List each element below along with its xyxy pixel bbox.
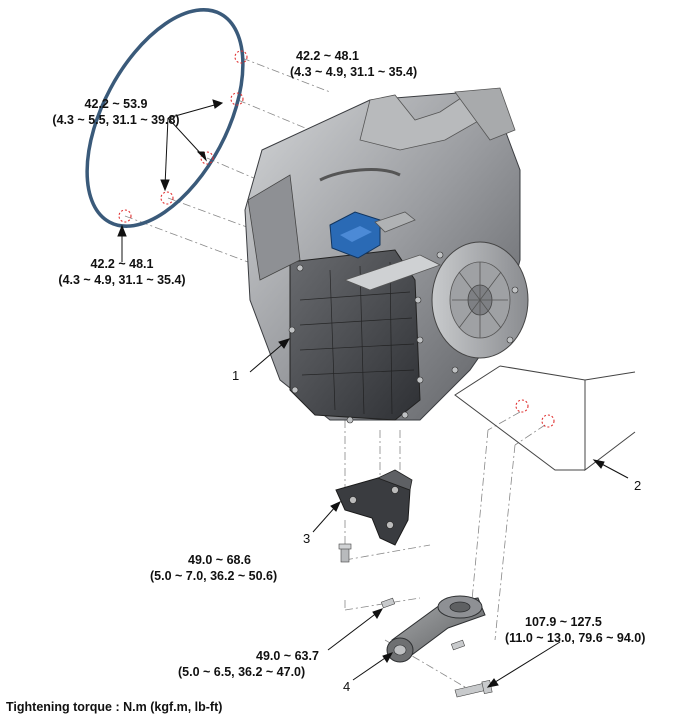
leader-arrows	[117, 99, 629, 688]
housing-ring	[85, 8, 245, 228]
torque-value: 42.2 ~ 48.1	[296, 49, 359, 63]
torque-label-roll-rod-through-bolt: 107.9 ~ 127.5 (11.0 ~ 13.0, 79.6 ~ 94.0)	[505, 614, 645, 646]
bolt-marker	[118, 209, 132, 223]
torque-value: 107.9 ~ 127.5	[525, 615, 602, 629]
torque-conversion: (5.0 ~ 6.5, 36.2 ~ 47.0)	[178, 665, 306, 679]
callout-4: 4	[343, 679, 351, 694]
torque-value: 42.2 ~ 53.9	[84, 97, 148, 111]
subframe-outline	[454, 365, 636, 472]
torque-conversion: (4.3 ~ 4.9, 31.1 ~ 35.4)	[58, 273, 186, 287]
torque-conversion: (4.3 ~ 5.5, 31.1 ~ 39.8)	[52, 113, 180, 127]
shift-actuator	[329, 211, 416, 259]
bolt-markers	[118, 50, 555, 428]
torque-value: 42.2 ~ 48.1	[90, 257, 154, 271]
mount-bracket	[335, 469, 413, 546]
torque-label-mount-bracket: 49.0 ~ 68.6 (5.0 ~ 7.0, 36.2 ~ 50.6)	[150, 552, 277, 584]
torque-conversion: (11.0 ~ 13.0, 79.6 ~ 94.0)	[505, 631, 646, 645]
torque-label-ring-bottom: 42.2 ~ 48.1 (4.3 ~ 4.9, 31.1 ~ 35.4)	[42, 256, 202, 288]
torque-units-note: Tightening torque : N.m (kgf.m, lb-ft)	[6, 700, 223, 714]
bolt-marker	[200, 151, 214, 165]
callout-1: 1	[232, 368, 240, 383]
torque-value: 49.0 ~ 68.6	[188, 553, 251, 567]
callout-3: 3	[303, 531, 311, 546]
bracket-bolt	[338, 543, 352, 563]
roll-rod-bolts	[380, 597, 493, 698]
torque-label-ring-left: 42.2 ~ 53.9 (4.3 ~ 5.5, 31.1 ~ 39.8)	[36, 96, 196, 128]
bolt-marker	[541, 414, 555, 428]
bolt-marker	[234, 50, 248, 64]
bolt-marker	[230, 92, 244, 106]
torque-conversion: (5.0 ~ 7.0, 36.2 ~ 50.6)	[150, 569, 278, 583]
transaxle-assembly	[244, 87, 529, 424]
torque-label-ring-top-right: 42.2 ~ 48.1 (4.3 ~ 4.9, 31.1 ~ 35.4)	[290, 48, 417, 80]
torque-label-roll-rod-bolt: 49.0 ~ 63.7 (5.0 ~ 6.5, 36.2 ~ 47.0)	[178, 648, 319, 680]
bolt-marker	[160, 191, 174, 205]
torque-value: 49.0 ~ 63.7	[256, 649, 319, 663]
torque-conversion: (4.3 ~ 4.9, 31.1 ~ 35.4)	[290, 65, 418, 79]
callout-2: 2	[634, 478, 642, 493]
roll-rod	[386, 595, 486, 663]
bolt-marker	[515, 399, 529, 413]
